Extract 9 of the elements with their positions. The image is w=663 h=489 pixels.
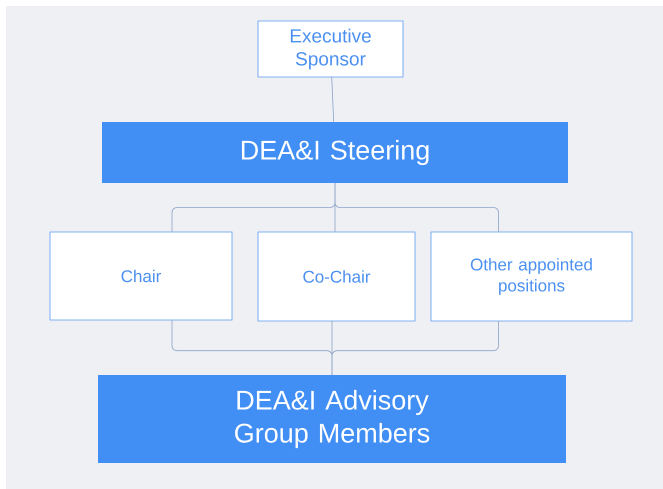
connector-line	[331, 77, 334, 122]
role-box: Other appointed positions	[430, 232, 632, 322]
role-box: Executive Sponsor	[258, 20, 404, 78]
role-box: Chair	[50, 232, 232, 320]
brace-connector	[334, 182, 499, 232]
group-banner: DEA&I Steering	[102, 122, 568, 183]
role-box: Co-Chair	[258, 232, 416, 322]
brace-connector	[332, 320, 499, 376]
group-banner: DEA&I Advisory Group Members	[98, 375, 566, 463]
